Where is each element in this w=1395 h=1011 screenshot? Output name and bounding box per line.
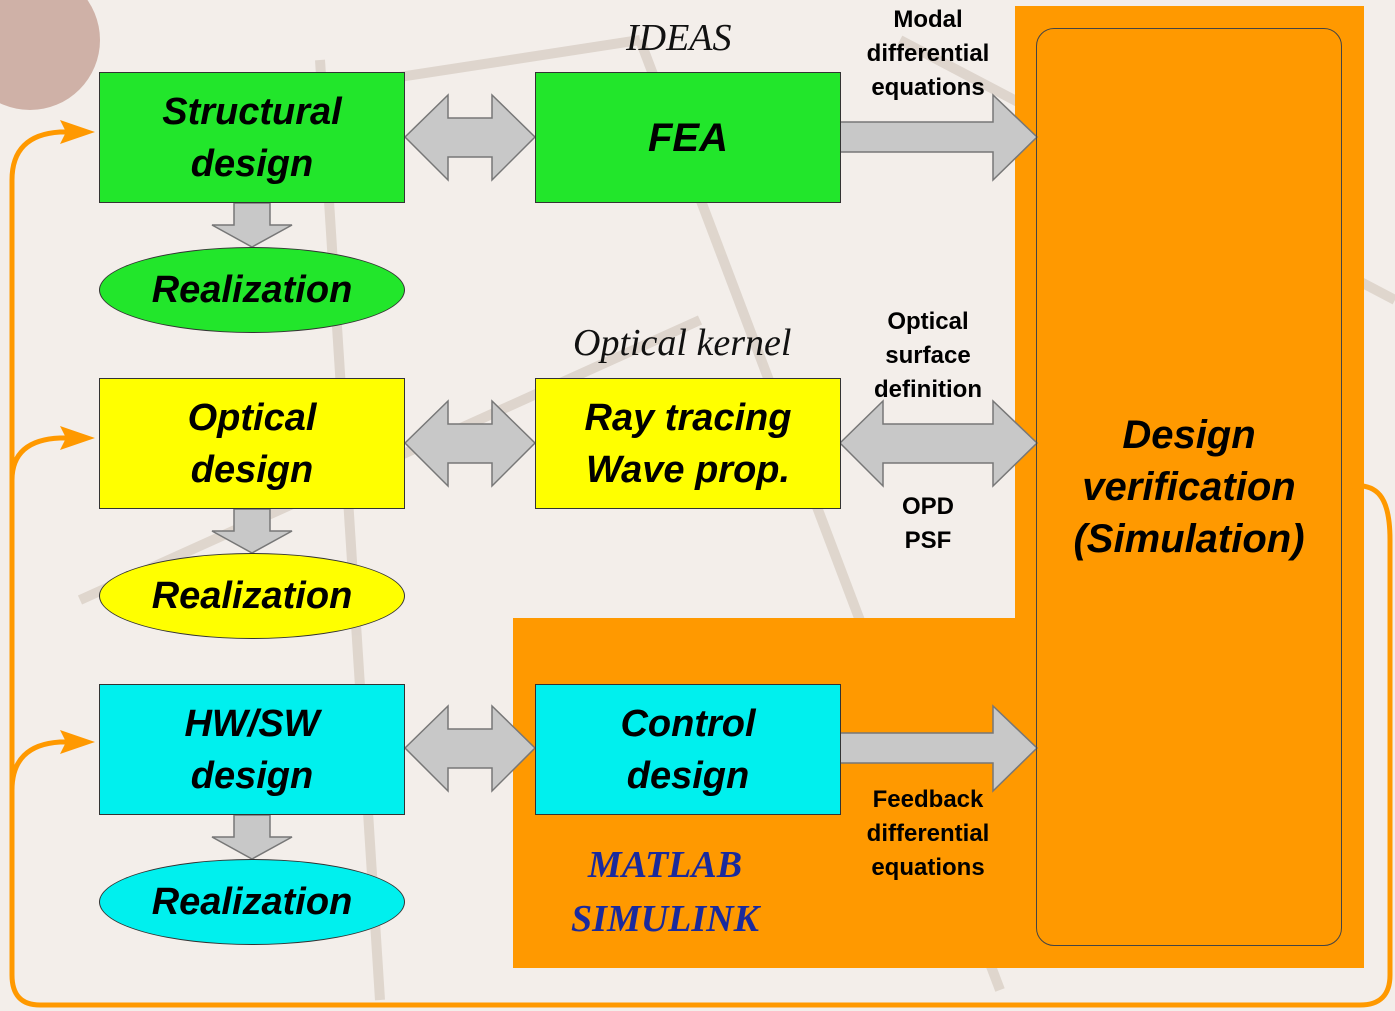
modal-equations-label: Modal differential equations: [866, 6, 990, 101]
structural-design-block[interactable]: Structural design: [99, 72, 405, 203]
hwsw-design-block[interactable]: HW/SW design: [99, 684, 405, 815]
arrowhead-icon: [60, 730, 95, 754]
realization-label: Realization: [151, 268, 353, 311]
double-arrow-icon: [403, 399, 537, 488]
down-arrow-icon: [211, 508, 293, 554]
realization-hwsw[interactable]: Realization: [99, 859, 405, 945]
down-arrow-icon: [211, 202, 293, 248]
right-arrow-icon: [839, 704, 1039, 793]
ray-tracing-block[interactable]: Ray tracing Wave prop.: [535, 378, 841, 509]
matlab-simulink-tool-label: MATLAB SIMULINK: [571, 844, 759, 940]
structural-design-label: Structural design: [162, 90, 342, 185]
feedback-equations-label: Feedback differential equations: [866, 786, 990, 881]
arrowhead-icon: [60, 426, 95, 450]
down-arrow-icon: [211, 814, 293, 860]
realization-label: Realization: [151, 574, 353, 617]
optical-surface-label: Optical surface definition: [874, 308, 982, 403]
double-arrow-icon: [403, 93, 537, 182]
design-verification-label: Design verification (Simulation): [1073, 413, 1305, 561]
ideas-tool-label: IDEAS: [626, 17, 732, 59]
fea-block[interactable]: FEA: [535, 72, 841, 203]
fea-label: FEA: [648, 115, 728, 160]
control-design-block[interactable]: Control design: [535, 684, 841, 815]
arrowhead-icon: [60, 120, 95, 144]
optical-design-label: Optical design: [187, 396, 317, 491]
realization-structural[interactable]: Realization: [99, 247, 405, 333]
corner-decoration: [0, 0, 100, 110]
ray-tracing-label: Ray tracing Wave prop.: [584, 396, 792, 491]
optical-kernel-tool-label: Optical kernel: [573, 322, 792, 364]
double-arrow-icon: [838, 399, 1039, 488]
realization-label: Realization: [151, 880, 353, 923]
design-verification-block[interactable]: Design verification (Simulation): [1036, 28, 1342, 946]
opd-psf-label: OPD PSF: [901, 493, 954, 554]
right-arrow-icon: [839, 93, 1039, 182]
control-design-label: Control design: [620, 702, 756, 797]
realization-optical[interactable]: Realization: [99, 553, 405, 639]
optical-design-block[interactable]: Optical design: [99, 378, 405, 509]
double-arrow-icon: [403, 704, 537, 793]
hwsw-design-label: HW/SW design: [184, 702, 320, 797]
